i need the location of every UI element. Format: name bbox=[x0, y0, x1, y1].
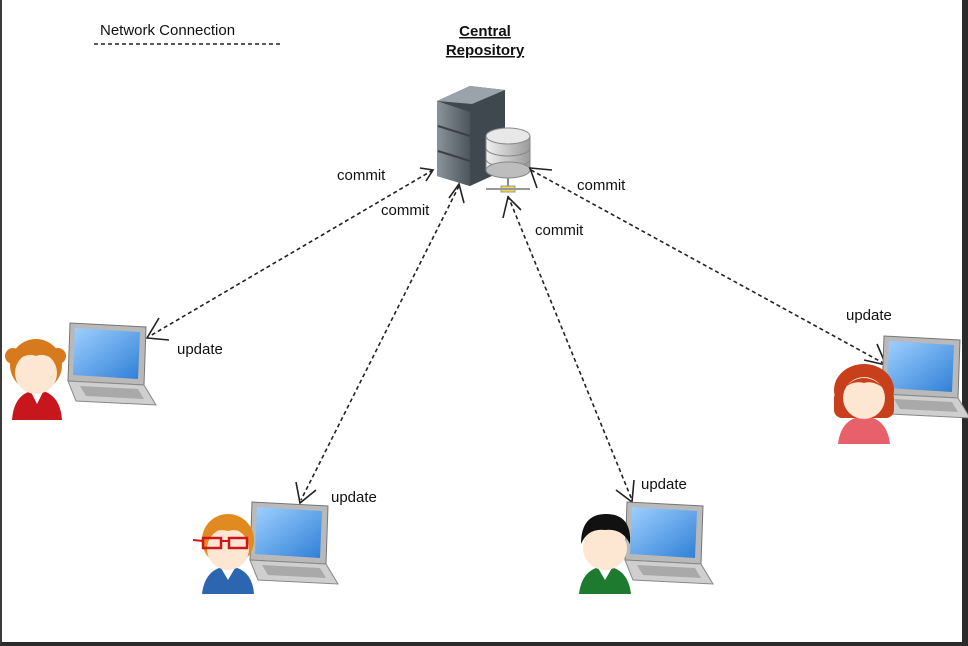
commit-label: commit bbox=[381, 202, 430, 219]
user-avatar-icon bbox=[834, 364, 894, 444]
update-label: update bbox=[846, 307, 892, 324]
laptop-icon bbox=[249, 501, 339, 585]
workstation-user1[interactable] bbox=[5, 322, 157, 420]
update-label: update bbox=[177, 341, 223, 358]
laptop-icon bbox=[881, 335, 968, 419]
user-avatar-icon bbox=[5, 339, 66, 420]
connection-user2 bbox=[295, 182, 465, 505]
laptop-icon bbox=[67, 322, 157, 406]
commit-label: commit bbox=[577, 177, 626, 194]
connection-user1 bbox=[145, 167, 435, 341]
legend-label: Network Connection bbox=[100, 22, 235, 39]
workstation-user4[interactable] bbox=[834, 335, 968, 444]
workstation-user2[interactable] bbox=[192, 501, 339, 594]
workstation-user3[interactable] bbox=[579, 501, 714, 594]
central-title-line1: Central bbox=[459, 23, 511, 40]
database-icon[interactable] bbox=[485, 127, 531, 193]
central-title-line2: Repository bbox=[446, 42, 525, 59]
commit-label: commit bbox=[535, 222, 584, 239]
update-label: update bbox=[331, 489, 377, 506]
update-label: update bbox=[641, 476, 687, 493]
user-avatar-icon bbox=[579, 514, 631, 594]
commit-label: commit bbox=[337, 167, 386, 184]
connection-user3 bbox=[502, 195, 635, 504]
laptop-icon bbox=[624, 501, 714, 585]
user-avatar-icon bbox=[192, 514, 254, 594]
connection-user4 bbox=[528, 167, 888, 367]
